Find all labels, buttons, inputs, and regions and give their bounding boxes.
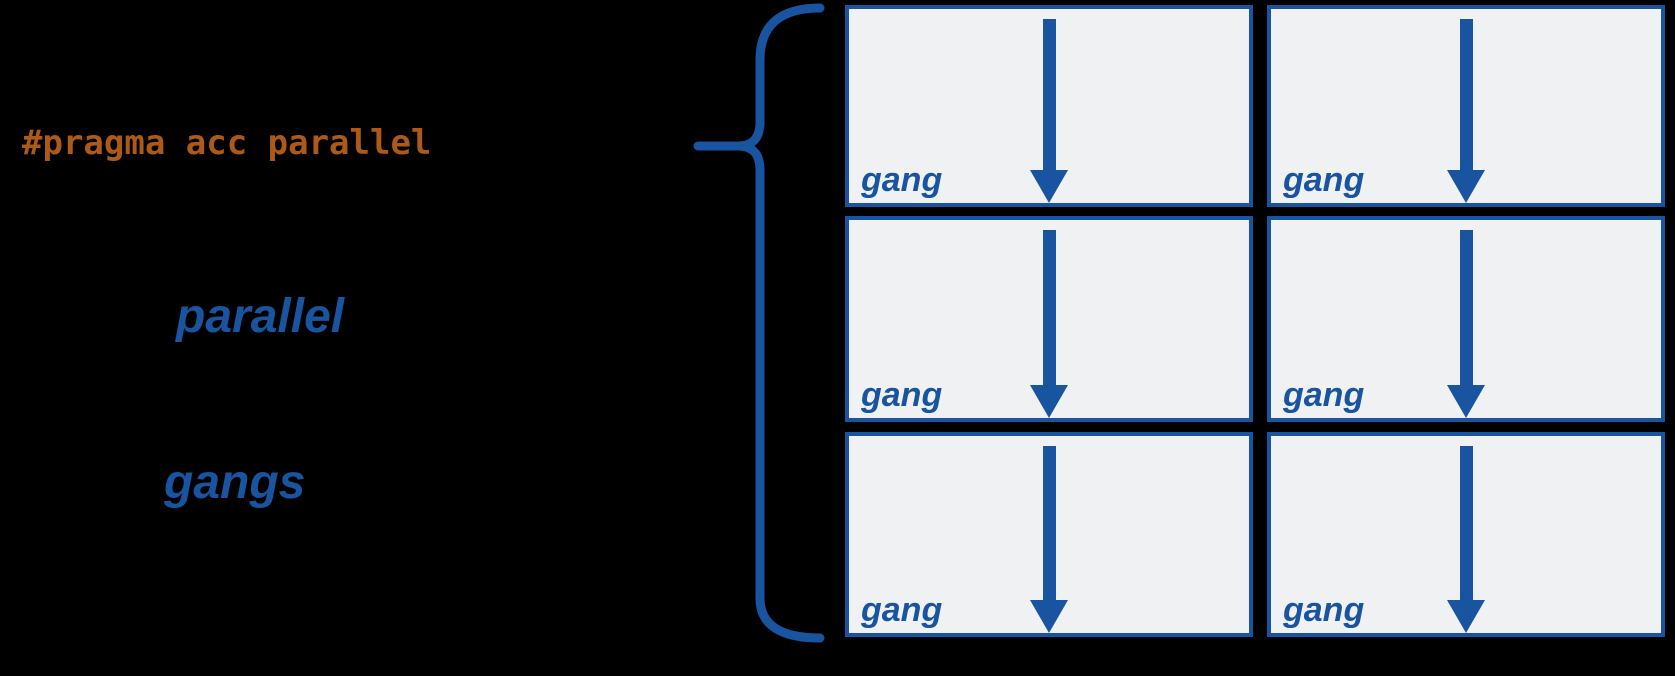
gang-box: gang — [845, 5, 1253, 207]
parallel-keyword-label: parallel — [176, 290, 345, 343]
gang-box: gang — [845, 432, 1253, 637]
gangs-keyword-label: gangs — [164, 456, 306, 509]
pragma-code-text: #pragma acc parallel — [22, 123, 432, 163]
gang-box-label: gang — [861, 161, 943, 199]
down-arrow-icon — [849, 436, 1249, 633]
gang-box-label: gang — [1283, 591, 1365, 629]
gang-box: gang — [1267, 5, 1665, 207]
gang-box: gang — [845, 216, 1253, 422]
gang-box-label: gang — [1283, 161, 1365, 199]
down-arrow-icon — [1271, 9, 1661, 203]
gang-box-label: gang — [861, 591, 943, 629]
down-arrow-icon — [849, 9, 1249, 203]
gang-box-label: gang — [1283, 376, 1365, 414]
curly-brace-icon — [693, 3, 825, 643]
gang-box-label: gang — [861, 376, 943, 414]
down-arrow-icon — [849, 220, 1249, 418]
gang-box: gang — [1267, 216, 1665, 422]
down-arrow-icon — [1271, 220, 1661, 418]
curly-brace-path — [733, 3, 825, 643]
gang-box: gang — [1267, 432, 1665, 637]
down-arrow-icon — [1271, 436, 1661, 633]
